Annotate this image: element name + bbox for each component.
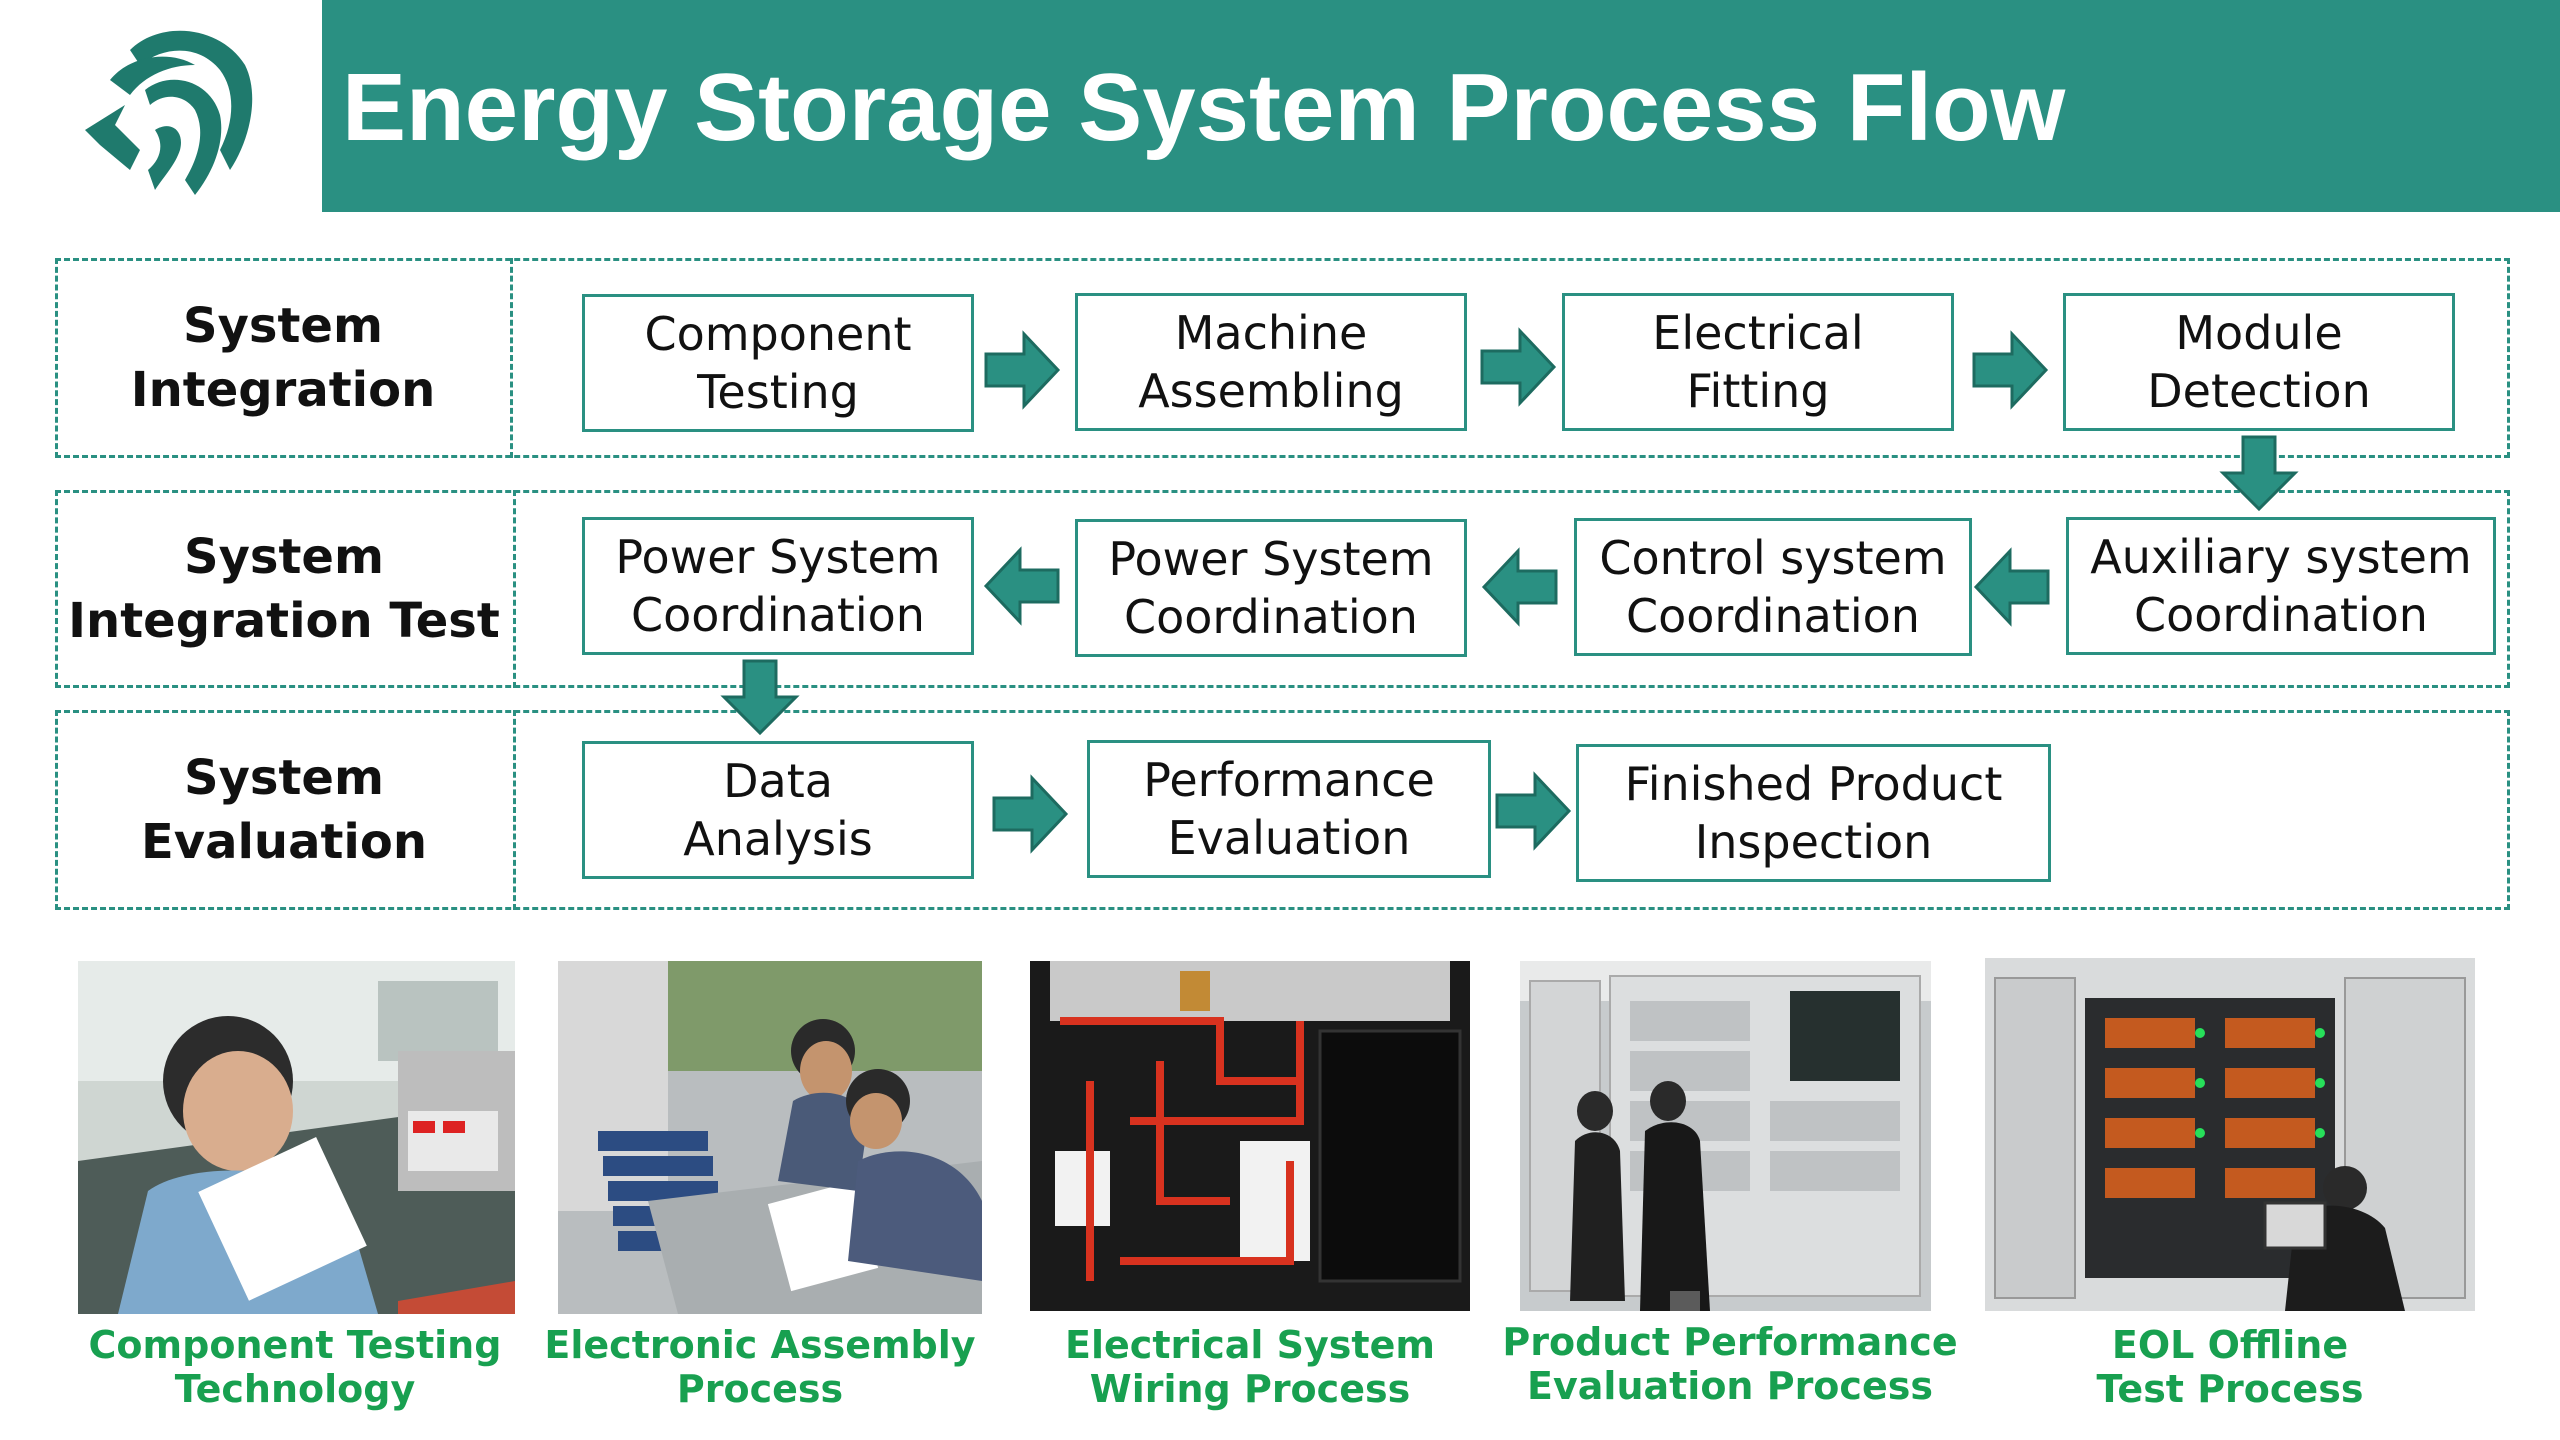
step-power-system-coordination-1: Power System Coordination (582, 517, 974, 655)
performance-evaluation-photo (1520, 961, 1931, 1311)
step-power-system-coordination-2: Power System Coordination (1075, 519, 1467, 657)
step-module-detection: Module Detection (2063, 293, 2455, 431)
step-label: Module (2175, 306, 2343, 360)
page-title: Energy Storage System Process Flow (342, 54, 2066, 161)
electrical-wiring-photo (1030, 961, 1470, 1311)
caption-line: Electrical System (1065, 1323, 1435, 1367)
stage-divider (513, 710, 516, 910)
caption-line: Product Performance (1502, 1320, 1958, 1364)
photo-caption: Component Testing Technology (60, 1323, 530, 1411)
stage-row-integration-test (55, 490, 2510, 688)
stage-row-integration (55, 258, 2510, 458)
stage-label-line: Evaluation (140, 814, 428, 870)
stage-label-line: System (184, 529, 384, 585)
step-label: Power System (615, 530, 941, 584)
photo-caption: Electronic Assembly Process (540, 1323, 980, 1411)
step-label: Coordination (1626, 589, 1920, 643)
arrow-right-icon (1480, 327, 1557, 407)
arrow-left-icon (1481, 547, 1558, 627)
caption-line: Process (676, 1367, 844, 1411)
step-label: Detection (2147, 364, 2371, 418)
step-component-testing: Component Testing (582, 294, 974, 432)
step-auxiliary-system-coordination: Auxiliary system Coordination (2066, 517, 2496, 655)
step-label: Evaluation (1167, 811, 1411, 865)
caption-line: Component Testing (88, 1323, 502, 1367)
step-label: Machine (1174, 306, 1368, 360)
photo-caption: EOL Offline Test Process (2000, 1323, 2460, 1411)
arrow-right-icon (1495, 771, 1572, 851)
caption-line: Wiring Process (1089, 1367, 1411, 1411)
stage-label-line: Integration (130, 362, 436, 418)
step-label: Analysis (683, 812, 873, 866)
stage-label-integration-test: System Integration Test (58, 494, 510, 684)
step-label: Assembling (1138, 364, 1404, 418)
company-logo-icon (85, 30, 253, 195)
photo-caption: Product Performance Evaluation Process (1500, 1320, 1960, 1408)
step-label: Fitting (1686, 364, 1830, 418)
step-finished-product-inspection: Finished Product Inspection (1576, 744, 2051, 882)
caption-line: EOL Offline (2111, 1323, 2349, 1367)
step-data-analysis: Data Analysis (582, 741, 974, 879)
component-testing-photo (78, 961, 515, 1314)
caption-line: Test Process (2096, 1367, 2364, 1411)
arrow-down-icon (2219, 435, 2299, 512)
arrow-left-icon (983, 546, 1060, 626)
stage-label-integration: System Integration (58, 262, 508, 454)
caption-line: Technology (174, 1367, 416, 1411)
step-electrical-fitting: Electrical Fitting (1562, 293, 1954, 431)
stage-divider (510, 258, 513, 458)
electronic-assembly-photo (558, 961, 982, 1314)
stage-divider (513, 490, 516, 688)
step-label: Control system (1599, 531, 1947, 585)
arrow-right-icon (1972, 330, 2049, 410)
arrow-right-icon (992, 774, 1069, 854)
step-label: Coordination (2134, 588, 2428, 642)
step-performance-evaluation: Performance Evaluation (1087, 740, 1491, 878)
step-label: Performance (1143, 753, 1435, 807)
caption-line: Evaluation Process (1527, 1364, 1933, 1408)
stage-label-evaluation: System Evaluation (58, 714, 510, 906)
step-label: Data (723, 754, 833, 808)
stage-label-line: System (184, 750, 384, 806)
step-label: Coordination (1124, 590, 1418, 644)
arrow-down-icon (720, 659, 800, 736)
stage-label-line: System (183, 298, 383, 354)
stage-label-line: Integration Test (68, 593, 500, 649)
step-label: Inspection (1694, 815, 1933, 869)
stage-row-evaluation (55, 710, 2510, 910)
step-control-system-coordination: Control system Coordination (1574, 518, 1972, 656)
arrow-left-icon (1973, 547, 2050, 627)
title-bar (322, 0, 2560, 212)
step-label: Coordination (631, 588, 925, 642)
photo-caption: Electrical System Wiring Process (1030, 1323, 1470, 1411)
step-label: Electrical (1652, 306, 1864, 360)
step-label: Auxiliary system (2090, 530, 2472, 584)
step-label: Component (644, 307, 912, 361)
caption-line: Electronic Assembly (544, 1323, 976, 1367)
step-label: Finished Product (1624, 757, 2003, 811)
step-label: Testing (697, 365, 859, 419)
eol-test-photo (1985, 958, 2475, 1311)
arrow-right-icon (984, 330, 1061, 410)
step-label: Power System (1108, 532, 1434, 586)
step-machine-assembling: Machine Assembling (1075, 293, 1467, 431)
